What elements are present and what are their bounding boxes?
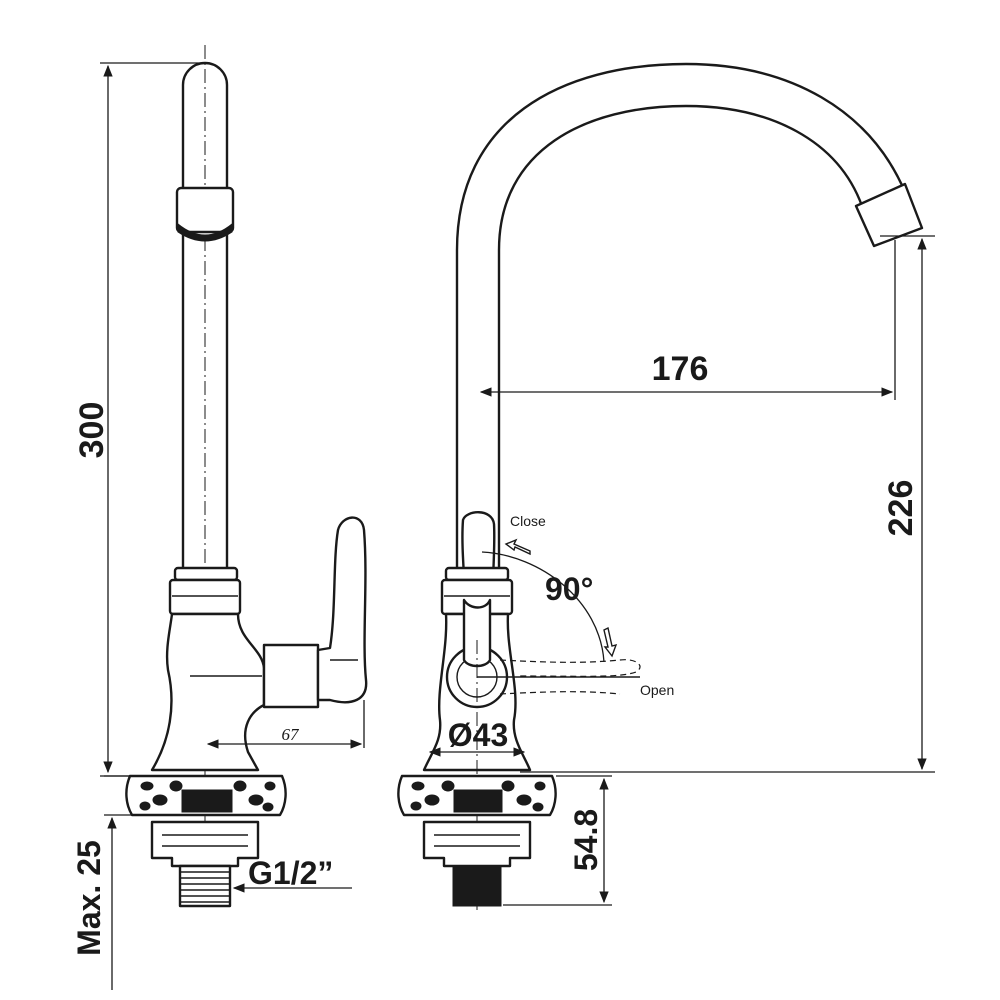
handle-reach-label: 67 <box>282 725 301 744</box>
dimension-thread-length: 54.8 <box>503 775 612 906</box>
front-view <box>397 62 924 910</box>
total-height-label: 300 <box>73 402 111 459</box>
base-diameter-label: Ø43 <box>448 717 508 753</box>
front-base-pattern <box>410 780 546 813</box>
front-spout-outer <box>455 62 907 587</box>
thread-size-label: G1/2” <box>248 855 333 891</box>
side-spout-tube <box>181 61 229 570</box>
spout-reach-label: 176 <box>652 350 709 388</box>
front-spout-aerator <box>854 182 924 248</box>
side-thread-lines <box>180 871 230 903</box>
thread-length-label: 54.8 <box>568 809 604 871</box>
front-handle-stem <box>462 598 492 668</box>
front-collar-top <box>444 566 510 582</box>
side-valve-body <box>150 612 266 772</box>
side-mounting-bracket <box>150 820 260 868</box>
thread-size-callout: G1/2” <box>232 855 352 893</box>
spout-height-label: 226 <box>882 480 920 537</box>
front-spout-inner <box>497 104 864 587</box>
dimension-total-height: 300 <box>73 62 200 777</box>
front-threaded-shank <box>452 865 502 907</box>
side-aerator-ring <box>175 186 235 234</box>
side-base-pattern <box>139 780 276 813</box>
front-mounting-bracket <box>422 820 532 868</box>
dimension-handle-reach: 67 <box>206 700 365 749</box>
dimension-max-thickness: Max. 25 <box>71 775 150 990</box>
close-direction-arrow <box>504 538 531 556</box>
dimension-base-diameter: Ø43 <box>428 717 526 757</box>
side-handle-lever <box>316 516 368 704</box>
open-handle-ghost-upper <box>499 659 641 677</box>
rotation-angle-label: 90° <box>545 571 593 607</box>
side-aerator-shadow <box>177 222 233 242</box>
max-thickness-label: Max. 25 <box>71 840 107 956</box>
side-collar-ring <box>168 578 242 616</box>
side-view <box>125 45 368 908</box>
rotation-arc <box>481 551 605 663</box>
dimension-spout-reach: 176 <box>479 240 896 400</box>
open-handle-ghost-lower <box>499 691 621 695</box>
open-label: Open <box>640 682 674 698</box>
side-collar-top <box>173 566 239 582</box>
handle-rotation-indicator: Close Open 90° <box>477 513 674 698</box>
close-label: Close <box>510 513 546 529</box>
open-direction-arrow <box>603 626 618 658</box>
side-handle-hub <box>262 643 320 709</box>
dimension-spout-height: 226 <box>520 235 935 773</box>
